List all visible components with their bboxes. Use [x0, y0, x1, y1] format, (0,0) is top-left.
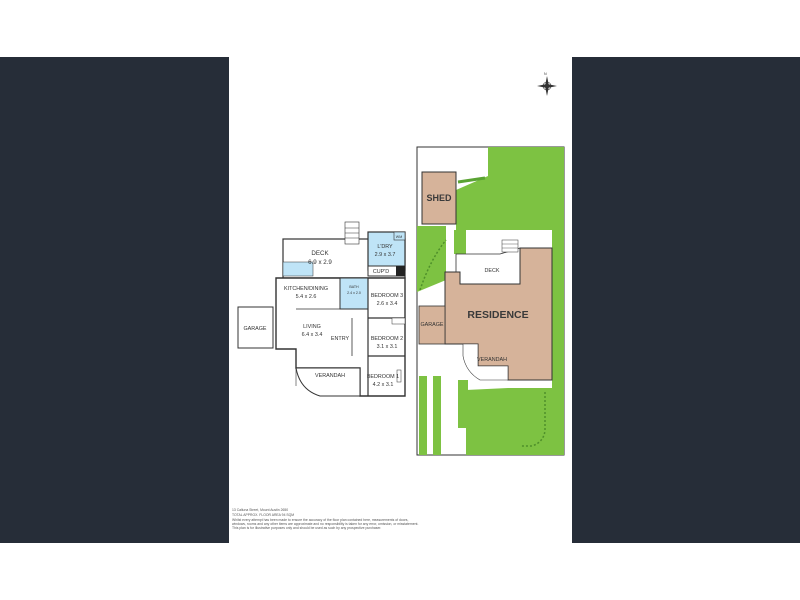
- driveway-strip-right: [433, 376, 441, 455]
- footer-address: 13 Calluna Street, Mount Austin 2650: [232, 508, 288, 512]
- cupboard-fill: [396, 266, 405, 276]
- site-steps-icon: [501, 239, 519, 253]
- kitchen-dining-label: KITCHEN/DINING: [284, 286, 328, 292]
- site-verandah-label: VERANDAH: [477, 357, 507, 363]
- compass-icon: N: [537, 72, 557, 96]
- shed-building: [421, 171, 457, 225]
- bedroom2-size: 3.1 x 3.1: [377, 344, 398, 350]
- kitchen-bench: [282, 261, 314, 277]
- footer-disclaimer-2: windows, rooms and any other items are a…: [232, 522, 418, 526]
- kitchen-dining-size: 5.4 x 2.6: [296, 294, 317, 300]
- left-background-panel: [0, 57, 229, 543]
- verandah-area: [295, 367, 361, 397]
- laundry-size: 2.9 x 3.7: [375, 252, 396, 258]
- deck-label: DECK: [311, 250, 329, 257]
- shed-label: SHED: [426, 193, 452, 203]
- garage-area: [237, 306, 274, 349]
- site-garage-label: GARAGE: [420, 322, 443, 328]
- site-deck-label: DECK: [485, 268, 500, 274]
- deck-size: 6.9 x 2.9: [308, 259, 332, 266]
- floor-plan: DECK 6.9 x 2.9 L'DRY 2.9 x 3.7 WM CUP'D …: [237, 221, 406, 397]
- bedroom3-size: 2.6 x 3.4: [377, 301, 398, 307]
- living-label: LIVING: [303, 324, 321, 330]
- back-lawn: [456, 147, 564, 230]
- footer-area: TOTAL APPROX. FLOOR AREA 94 SQM: [232, 513, 294, 517]
- footer-disclaimer-3: This plan is for illustrative purposes o…: [232, 526, 381, 530]
- washer-label: WM: [396, 235, 402, 239]
- footer-disclaimer-1: Whilst every attempt has been made to en…: [232, 518, 408, 522]
- living-size: 6.4 x 3.4: [302, 332, 323, 338]
- verandah-label: VERANDAH: [315, 373, 345, 379]
- site-verandah: [462, 343, 509, 381]
- entry-label: ENTRY: [331, 336, 350, 342]
- bedroom1-label: BEDROOM 1: [367, 374, 399, 380]
- footer: 13 Calluna Street, Mount Austin 2650 TOT…: [232, 508, 418, 530]
- driveway-strip-left: [419, 376, 427, 455]
- laundry-label: L'DRY: [377, 244, 393, 250]
- garage-label: GARAGE: [243, 326, 266, 332]
- site-plan: SHED DECK RESIDENCE GARAGE VERANDAH: [416, 146, 565, 456]
- compass-north-label: N: [544, 72, 547, 76]
- deck-steps-icon: [344, 221, 360, 245]
- bath-area: [339, 277, 369, 310]
- side-lawn-right: [552, 230, 564, 388]
- washer-box: [393, 231, 406, 241]
- residence-label: RESIDENCE: [467, 309, 528, 321]
- bedroom3-label: BEDROOM 3: [371, 293, 403, 299]
- right-background-panel: [572, 57, 800, 543]
- bedroom1-size: 4.2 x 3.1: [373, 382, 394, 388]
- bath-label: BATH: [349, 285, 359, 289]
- front-lawn: [466, 388, 564, 455]
- site-garage: [418, 305, 446, 345]
- side-lawn-left: [417, 226, 446, 292]
- bath-size: 2.4 x 2.0: [347, 291, 361, 295]
- cupboard-label: CUP'D: [373, 269, 389, 275]
- bedroom2-label: BEDROOM 2: [371, 336, 403, 342]
